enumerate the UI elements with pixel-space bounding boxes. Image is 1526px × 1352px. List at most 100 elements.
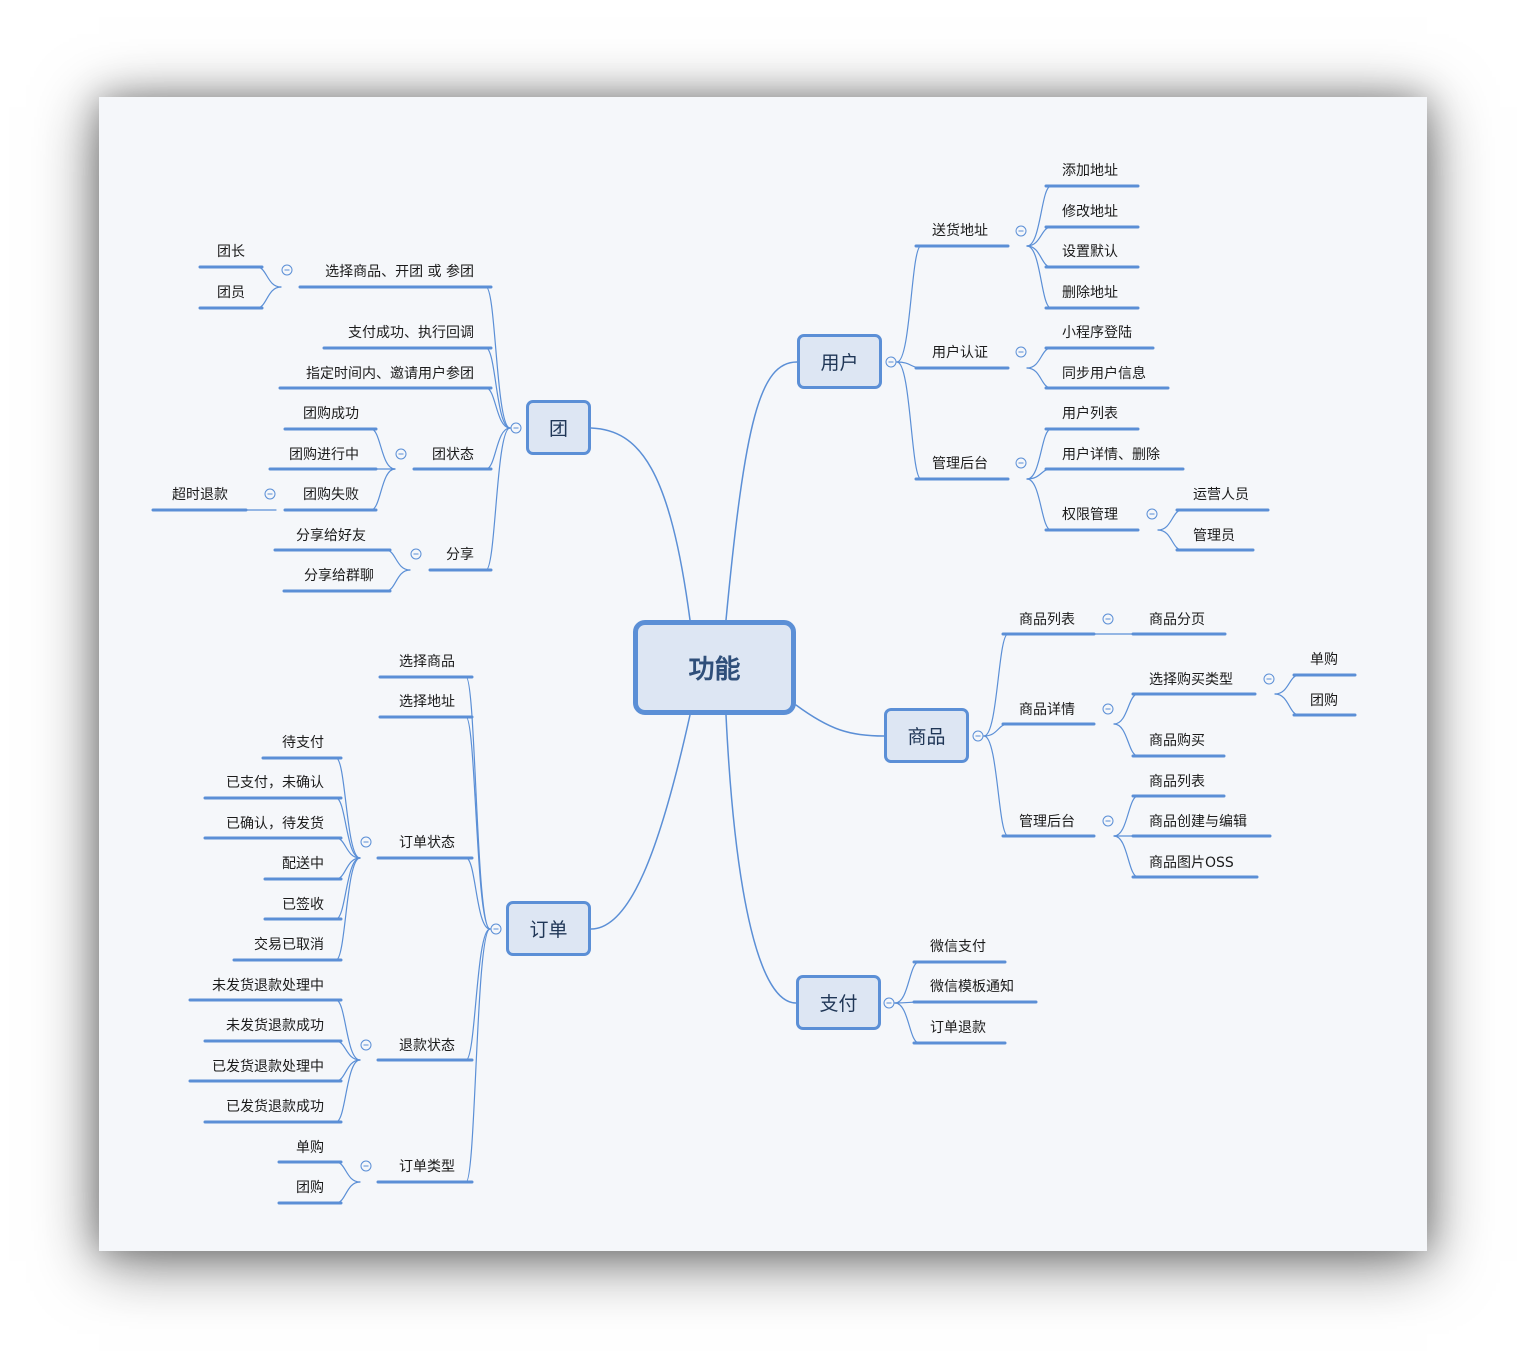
leaf-operator[interactable]: 运营人员 (1193, 487, 1249, 503)
leaf-group-buy[interactable]: 团购 (1310, 693, 1338, 709)
collapse-toggle-group-status[interactable] (395, 448, 407, 460)
collapse-toggle-group-failed[interactable] (264, 488, 276, 500)
leaf-group-ongoing[interactable]: 团购进行中 (289, 447, 359, 463)
connector-root-goods (795, 704, 885, 737)
leaf-order-refund[interactable]: 订单退款 (930, 1020, 986, 1036)
leaf-shipped-refund-processing[interactable]: 已发货退款处理中 (212, 1059, 324, 1075)
collapse-toggle-goods-admin[interactable] (1102, 815, 1114, 827)
subtopic-share[interactable]: 分享 (446, 547, 474, 563)
collapse-toggle-user[interactable] (885, 356, 897, 368)
collapse-toggle-share[interactable] (410, 548, 422, 560)
topic-order[interactable]: 订单 (506, 901, 591, 956)
subtopic-goods-detail[interactable]: 商品详情 (1019, 702, 1075, 718)
connector-root-order (590, 714, 691, 930)
subtopic-invite[interactable]: 指定时间内、邀请用户参团 (306, 366, 474, 382)
leaf-administrator[interactable]: 管理员 (1193, 528, 1235, 544)
subtopic-address[interactable]: 送货地址 (932, 223, 988, 239)
collapse-toggle-goods[interactable] (972, 730, 984, 742)
connector-group-choose (299, 286, 511, 429)
leaf-wechat-template[interactable]: 微信模板通知 (930, 979, 1014, 995)
leaf-group-member[interactable]: 团员 (217, 285, 245, 301)
topic-group[interactable]: 团 (526, 400, 591, 455)
subtopic-goods-list[interactable]: 商品列表 (1019, 612, 1075, 628)
collapse-toggle-order-status[interactable] (360, 836, 372, 848)
leaf-timeout-refund[interactable]: 超时退款 (172, 487, 228, 503)
subtopic-group-status[interactable]: 团状态 (432, 447, 474, 463)
topic-user[interactable]: 用户 (797, 334, 882, 389)
collapse-toggle-pay[interactable] (883, 997, 895, 1009)
connector-ostatus-pending (262, 757, 361, 859)
leaf-shipped-refund-success[interactable]: 已发货退款成功 (226, 1099, 324, 1115)
leaf-goods-purchase[interactable]: 商品购买 (1149, 733, 1205, 749)
collapse-toggle-order[interactable] (490, 923, 502, 935)
leaf-edit-address[interactable]: 修改地址 (1062, 204, 1118, 220)
leaf-group-failed[interactable]: 团购失败 (303, 487, 359, 503)
connector-order-status (377, 857, 491, 930)
subtopic-buy-type[interactable]: 选择购买类型 (1149, 672, 1233, 688)
leaf-user-detail[interactable]: 用户详情、删除 (1062, 447, 1160, 463)
leaf-user-list[interactable]: 用户列表 (1062, 406, 1118, 422)
collapse-toggle-permission[interactable] (1146, 508, 1158, 520)
collapse-toggle-choose-group[interactable] (281, 264, 293, 276)
leaf-sync-user[interactable]: 同步用户信息 (1062, 366, 1146, 382)
collapse-toggle-group[interactable] (510, 422, 522, 434)
subtopic-order-type[interactable]: 订单类型 (399, 1159, 455, 1175)
leaf-signed[interactable]: 已签收 (282, 897, 324, 913)
connector-goods-detail (983, 723, 1095, 737)
connector-order-addr (379, 716, 491, 930)
leaf-admin-goods-list[interactable]: 商品列表 (1149, 774, 1205, 790)
leaf-add-address[interactable]: 添加地址 (1062, 163, 1118, 179)
collapse-toggle-address[interactable] (1015, 225, 1027, 237)
subtopic-select-goods[interactable]: 选择商品 (399, 654, 455, 670)
connector-order-type (377, 928, 491, 1183)
collapse-toggle-goods-detail[interactable] (1102, 703, 1114, 715)
collapse-toggle-user-admin[interactable] (1015, 457, 1027, 469)
leaf-goods-create-edit[interactable]: 商品创建与编辑 (1149, 814, 1247, 830)
connector-order-goods (379, 676, 491, 930)
leaf-share-friend[interactable]: 分享给好友 (296, 528, 366, 544)
subtopic-choose-group[interactable]: 选择商品、开团 或 参团 (325, 264, 474, 280)
leaf-delete-address[interactable]: 删除地址 (1062, 285, 1118, 301)
leaf-wechat-pay[interactable]: 微信支付 (930, 939, 986, 955)
leaf-default-address[interactable]: 设置默认 (1062, 244, 1118, 260)
subtopic-auth[interactable]: 用户认证 (932, 345, 988, 361)
leaf-cancelled[interactable]: 交易已取消 (254, 937, 324, 953)
subtopic-user-admin[interactable]: 管理后台 (932, 456, 988, 472)
leaf-confirmed-pending-ship[interactable]: 已确认，待发货 (226, 816, 324, 832)
connector-root-group (590, 427, 691, 621)
collapse-toggle-order-type[interactable] (360, 1160, 372, 1172)
connector-goods-list (983, 633, 1095, 737)
leaf-goods-image-oss[interactable]: 商品图片OSS (1149, 855, 1234, 871)
connector-detail-buytype (1113, 693, 1256, 725)
leaf-miniapp-login[interactable]: 小程序登陆 (1062, 325, 1132, 341)
collapse-toggle-buy-type[interactable] (1263, 673, 1275, 685)
subtopic-goods-admin[interactable]: 管理后台 (1019, 814, 1075, 830)
subtopic-permission[interactable]: 权限管理 (1062, 507, 1118, 523)
leaf-paid-unconfirmed[interactable]: 已支付，未确认 (226, 775, 324, 791)
subtopic-refund-status[interactable]: 退款状态 (399, 1038, 455, 1054)
connector-root-user (725, 361, 798, 621)
leaf-unshipped-refund-processing[interactable]: 未发货退款处理中 (212, 978, 324, 994)
leaf-group-leader[interactable]: 团长 (217, 244, 245, 260)
collapse-toggle-auth[interactable] (1015, 346, 1027, 358)
topic-pay[interactable]: 支付 (796, 975, 881, 1030)
leaf-delivering[interactable]: 配送中 (282, 856, 324, 872)
leaf-order-group[interactable]: 团购 (296, 1180, 324, 1196)
subtopic-order-status[interactable]: 订单状态 (399, 835, 455, 851)
leaf-goods-paging[interactable]: 商品分页 (1149, 612, 1205, 628)
collapse-toggle-goods-list[interactable] (1102, 613, 1114, 625)
subtopic-pay-callback[interactable]: 支付成功、执行回调 (348, 325, 474, 341)
leaf-single-buy[interactable]: 单购 (1310, 652, 1338, 668)
topic-goods[interactable]: 商品 (884, 708, 969, 763)
subtopic-select-address[interactable]: 选择地址 (399, 694, 455, 710)
root-topic[interactable]: 功能 (633, 620, 796, 715)
leaf-share-group-chat[interactable]: 分享给群聊 (304, 568, 374, 584)
leaf-pending-payment[interactable]: 待支付 (282, 735, 324, 751)
connector-group-share (429, 427, 511, 571)
leaf-group-success[interactable]: 团购成功 (303, 406, 359, 422)
leaf-order-single[interactable]: 单购 (296, 1140, 324, 1156)
leaf-unshipped-refund-success[interactable]: 未发货退款成功 (226, 1018, 324, 1034)
collapse-toggle-refund-status[interactable] (360, 1039, 372, 1051)
